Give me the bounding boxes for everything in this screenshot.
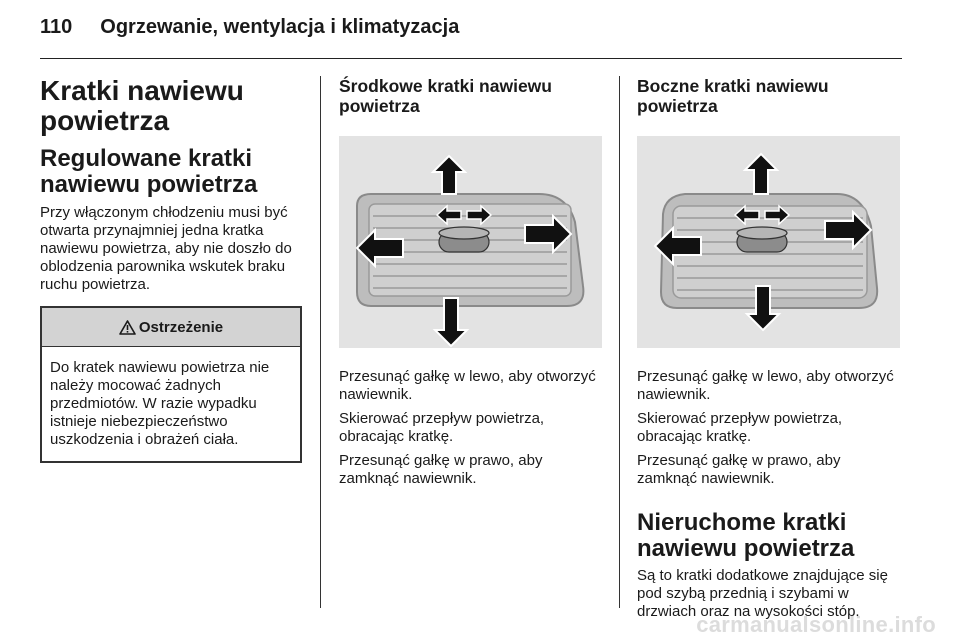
column-2: Środkowe kratki nawiewu powietrza Przesu… — [339, 76, 602, 488]
warning-triangle-icon — [119, 319, 136, 335]
side-vent-illustration — [637, 136, 900, 348]
paragraph: Przesunąć gałkę w lewo, aby otworzyć naw… — [637, 368, 894, 403]
subsection-title: Nieruchome kratki nawiewu powietrza — [637, 509, 855, 562]
subsection-title: Regulowane kratki nawiewu powietrza — [40, 145, 258, 198]
page-header: 110 Ogrzewanie, wentylacja i klimatyzacj… — [40, 16, 459, 46]
column-divider — [619, 76, 620, 608]
section-title: Kratki nawiewu powietrza — [40, 75, 244, 136]
warning-box: Ostrzeżenie Do kratek nawiewu powietrza … — [40, 306, 302, 463]
chapter-title: Ogrzewanie, wentylacja i klimatyzacja — [100, 16, 460, 38]
header-rule — [40, 58, 902, 59]
paragraph: Przesunąć gałkę w prawo, aby zamknąć naw… — [637, 452, 841, 487]
paragraph: Przesunąć gałkę w lewo, aby otworzyć naw… — [339, 368, 596, 403]
watermark: carmanualsonline.info — [696, 612, 936, 637]
page-number: 110 — [40, 16, 73, 38]
paragraph: Przesunąć gałkę w prawo, aby zamknąć naw… — [339, 452, 543, 487]
warning-text: Do kratek nawiewu powietrza nie należy m… — [50, 359, 270, 448]
section-title: Boczne kratki nawiewu powietrza — [637, 76, 829, 116]
warning-header: Ostrzeżenie — [42, 308, 300, 347]
intro-paragraph: Przy włączonym chłodzeniu musi być otwar… — [40, 204, 292, 293]
column-3: Boczne kratki nawiewu powietrza Przesuną… — [637, 76, 900, 621]
column-1: Kratki nawiewu powietrza Regulowane krat… — [40, 76, 302, 463]
section-title: Środkowe kratki nawiewu powietrza — [339, 76, 552, 116]
paragraph: Skierować przepływ powietrza, obracając … — [339, 410, 545, 445]
paragraph: Są to kratki dodatkowe znajdujące się po… — [637, 567, 888, 620]
center-vent-illustration — [339, 136, 602, 348]
column-divider — [320, 76, 321, 608]
paragraph: Skierować przepływ powietrza, obracając … — [637, 410, 843, 445]
warning-body: Do kratek nawiewu powietrza nie należy m… — [42, 347, 300, 461]
warning-label: Ostrzeżenie — [138, 318, 224, 336]
